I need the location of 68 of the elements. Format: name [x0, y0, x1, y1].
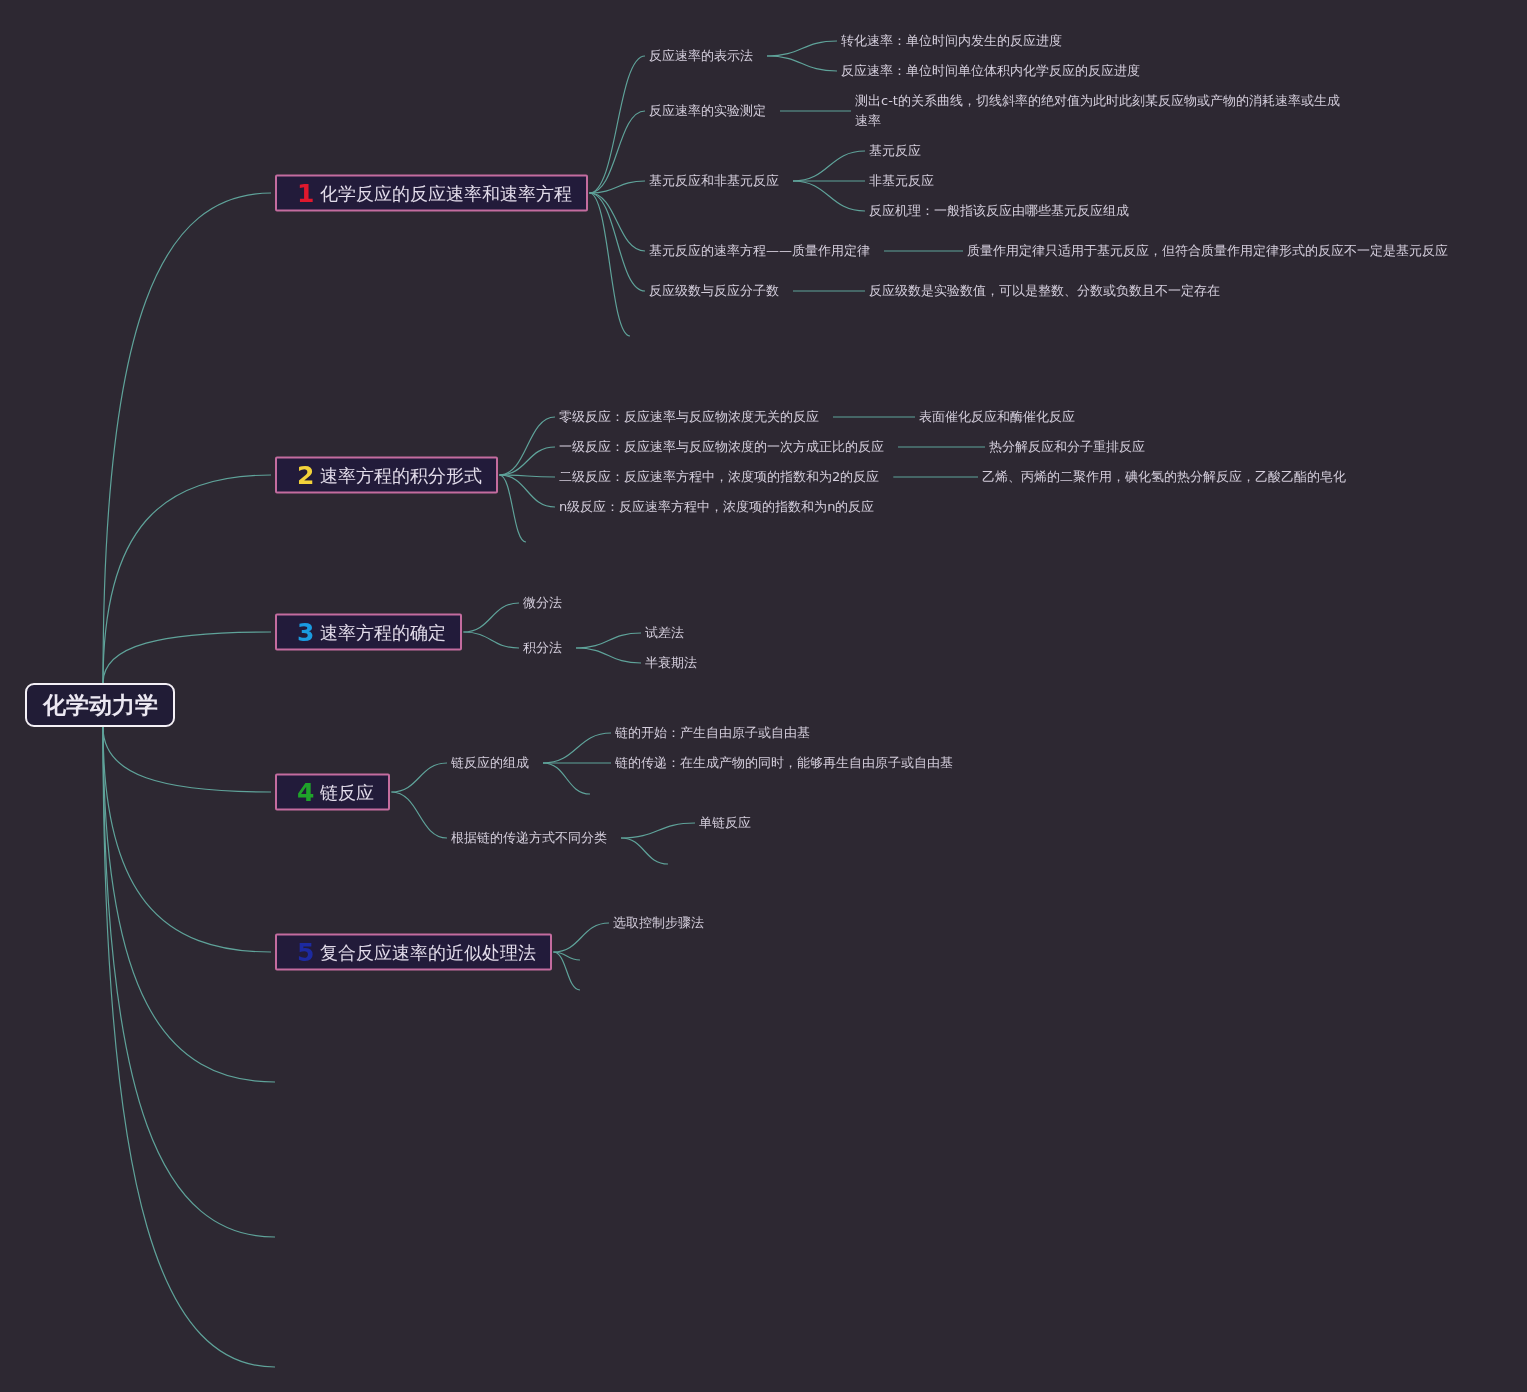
subtopic-text: 单链反应	[699, 813, 751, 833]
subtopic-text: 反应速率的实验测定	[649, 101, 766, 121]
branch-line	[498, 474, 527, 543]
topic-title: 链反应	[320, 780, 375, 804]
subtopic-text: 热分解反应和分子重排反应	[989, 437, 1145, 457]
subtopic-text: 零级反应：反应速率与反应物浓度无关的反应	[559, 407, 819, 427]
branch-line	[792, 180, 866, 212]
topic-box	[275, 456, 499, 494]
root-topic: 化学动力学	[25, 683, 175, 727]
subtopic-text: 微分法	[523, 593, 562, 613]
topic-number: 5	[297, 939, 315, 965]
branch-line	[892, 476, 979, 478]
subtopic-text: 反应机理：一般指该反应由哪些基元反应组成	[869, 201, 1129, 221]
topic-title: 速率方程的确定	[320, 620, 447, 644]
branch-line	[542, 762, 591, 795]
branch-line	[390, 791, 448, 839]
subtopic-text: 积分法	[523, 638, 562, 658]
subtopic-text: 链反应的组成	[451, 753, 529, 773]
topic-box	[275, 933, 553, 971]
subtopic-text: n级反应：反应速率方程中，浓度项的指数和为n的反应	[559, 497, 875, 517]
branch-line	[462, 631, 520, 649]
branch-line	[575, 647, 642, 664]
subtopic-text: 试差法	[645, 623, 684, 643]
subtopic-text: 基元反应和非基元反应	[649, 171, 779, 191]
topic-box	[275, 174, 589, 212]
branch-line	[552, 951, 581, 961]
subtopic-text: 基元反应的速率方程——质量作用定律	[649, 241, 870, 261]
subtopic-text: 表面催化反应和酶催化反应	[919, 407, 1075, 427]
subtopic-text: 转化速率：单位时间内发生的反应进度	[841, 31, 1062, 51]
subtopic-text: 根据链的传递方式不同分类	[451, 828, 607, 848]
subtopic-text: 链的开始：产生自由原子或自由基	[615, 723, 810, 743]
subtopic-text: 半衰期法	[645, 653, 697, 673]
branch-line	[883, 250, 964, 252]
branch-line	[897, 446, 986, 448]
topic-number: 3	[297, 619, 315, 645]
branch-line	[779, 110, 852, 112]
topic-title: 速率方程的积分形式	[320, 463, 483, 487]
branch-line	[542, 762, 612, 764]
subtopic-text: 反应速率的表示法	[649, 46, 753, 66]
topic-box	[275, 613, 463, 651]
topic-box	[275, 773, 391, 811]
subtopic-text: 质量作用定律只适用于基元反应，但符合质量作用定律形式的反应不一定是基元反应	[967, 241, 1462, 261]
branch-line	[792, 290, 866, 292]
subtopic-text: 反应级数是实验数值，可以是整数、分数或负数且不一定存在	[869, 281, 1220, 301]
subtopic-text: 非基元反应	[869, 171, 934, 191]
branch-line	[620, 822, 696, 839]
topic-title: 化学反应的反应速率和速率方程	[320, 181, 573, 205]
subtopic-text: 选取控制步骤法	[613, 913, 704, 933]
subtopic-text: 测出c-t的关系曲线，切线斜率的绝对值为此时此刻某反应物或产物的消耗速率或生成速率	[855, 91, 1350, 131]
subtopic-text: 链的传递：在生成产物的同时，能够再生自由原子或自由基	[615, 753, 953, 773]
branch-line	[102, 631, 272, 684]
branch-line	[552, 951, 581, 991]
branch-line	[390, 762, 448, 793]
branch-line	[766, 55, 838, 72]
topic-number: 4	[297, 779, 315, 805]
subtopic-text: 一级反应：反应速率与反应物浓度的一次方成正比的反应	[559, 437, 884, 457]
topic-title: 复合反应速率的近似处理法	[320, 940, 537, 964]
subtopic-text: 乙烯、丙烯的二聚作用，碘化氢的热分解反应，乙酸乙酯的皂化	[982, 467, 1346, 487]
subtopic-text: 基元反应	[869, 141, 921, 161]
branch-line	[102, 474, 272, 684]
branch-line	[588, 192, 631, 337]
branch-line	[620, 837, 669, 865]
topic-number: 2	[297, 462, 315, 488]
subtopic-text: 二级反应：反应速率方程中，浓度项的指数和为2的反应	[559, 467, 880, 487]
branch-line	[832, 416, 916, 418]
subtopic-text: 反应速率：单位时间单位体积内化学反应的反应进度	[841, 61, 1140, 81]
topic-number: 1	[297, 180, 315, 206]
subtopic-text: 反应级数与反应分子数	[649, 281, 779, 301]
